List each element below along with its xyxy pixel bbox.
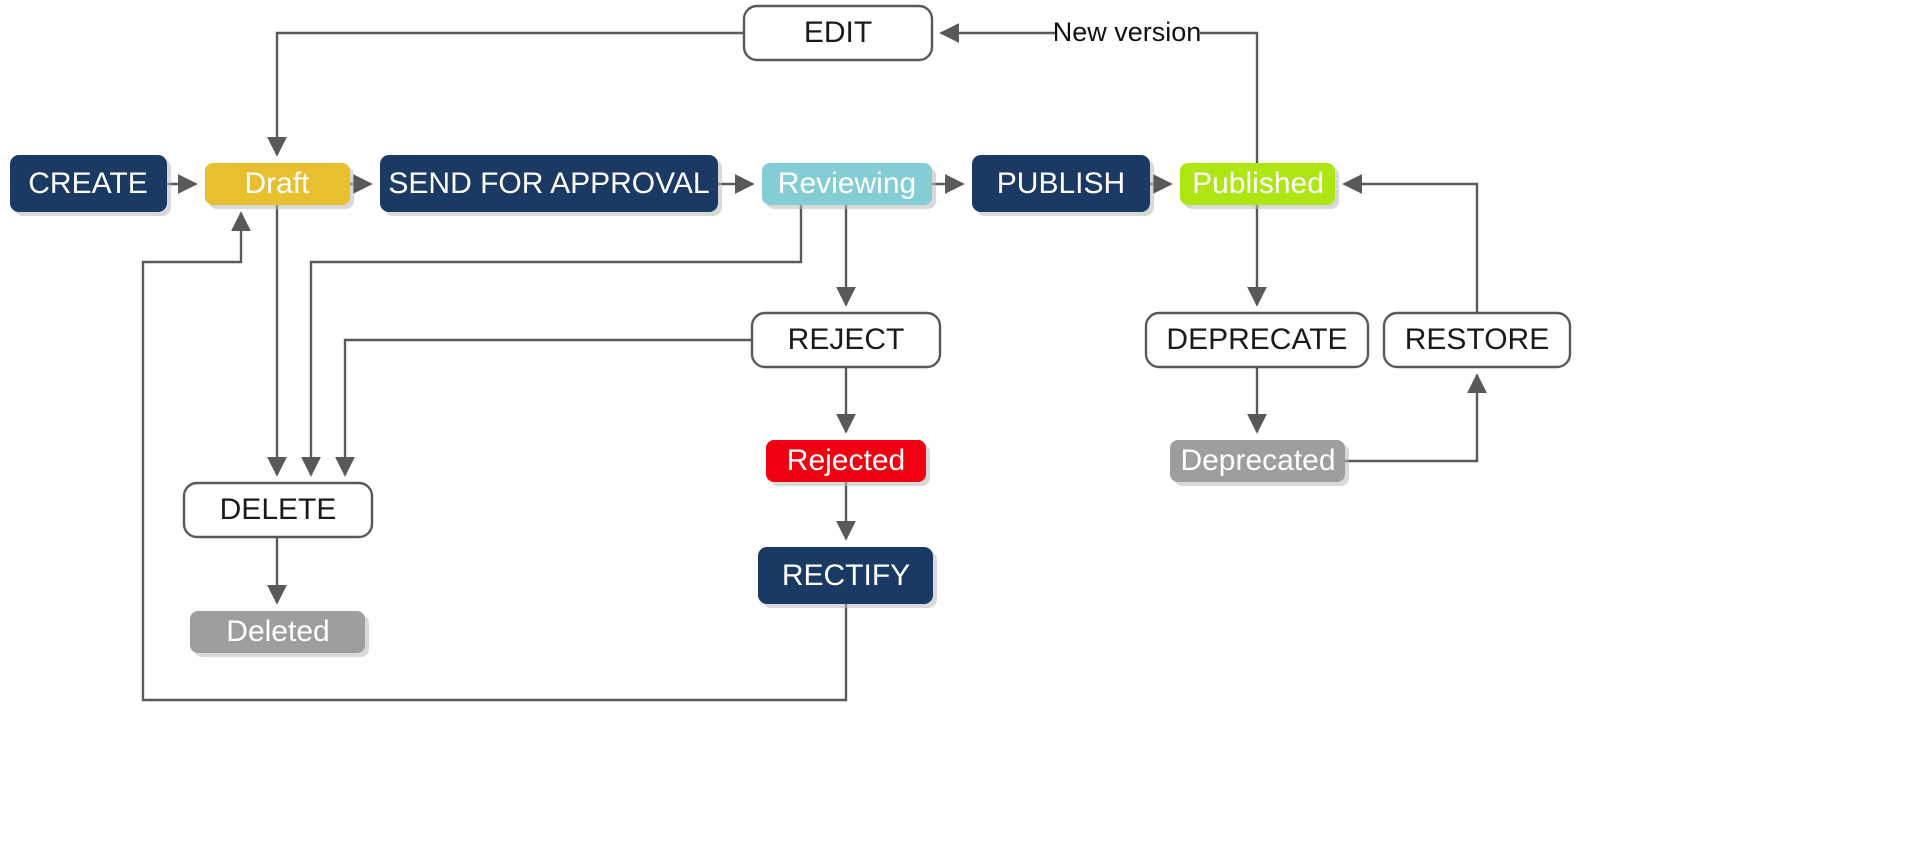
edge-edit-to-draft <box>267 31 744 157</box>
node-edit[interactable]: EDIT <box>742 4 934 62</box>
node-edit-label: EDIT <box>804 16 872 49</box>
node-deprecate-label: DEPRECATE <box>1166 323 1347 356</box>
edge-deprecated-to-restore <box>1345 373 1487 463</box>
edge-restore-to-published <box>1342 174 1479 313</box>
node-send-for-approval-label: SEND FOR APPROVAL <box>388 167 709 200</box>
edge-label-new-version: New version <box>1053 17 1202 47</box>
node-published[interactable]: Published <box>1180 163 1339 209</box>
node-delete-label: DELETE <box>220 493 337 526</box>
node-publish-label: PUBLISH <box>997 167 1125 200</box>
edges-layer <box>141 23 1487 702</box>
node-reject-label: REJECT <box>788 323 905 356</box>
node-create-label: CREATE <box>28 167 147 200</box>
edge-labels-layer: New version <box>1053 17 1202 48</box>
node-deprecated-label: Deprecated <box>1180 444 1335 477</box>
node-reject[interactable]: REJECT <box>750 311 942 369</box>
node-deleted-label: Deleted <box>226 615 329 648</box>
node-create[interactable]: CREATE <box>10 155 171 216</box>
node-draft[interactable]: Draft <box>205 163 354 209</box>
node-deleted[interactable]: Deleted <box>190 611 369 657</box>
edge-rectify-to-draft <box>141 211 848 702</box>
node-rejected-label: Rejected <box>787 444 905 477</box>
node-rejected[interactable]: Rejected <box>766 440 930 486</box>
node-deprecate[interactable]: DEPRECATE <box>1144 311 1370 369</box>
node-rectify[interactable]: RECTIFY <box>758 547 937 608</box>
node-reviewing[interactable]: Reviewing <box>762 163 936 209</box>
node-rectify-label: RECTIFY <box>782 559 910 592</box>
edge-reviewing-to-delete <box>301 205 803 477</box>
node-deprecated[interactable]: Deprecated <box>1170 440 1349 486</box>
edge-reject-to-delete <box>335 338 752 477</box>
node-restore[interactable]: RESTORE <box>1382 311 1572 369</box>
new-version-label-backdrop <box>1055 18 1200 48</box>
node-delete[interactable]: DELETE <box>182 481 374 539</box>
node-restore-label: RESTORE <box>1405 323 1549 356</box>
node-draft-label: Draft <box>244 167 310 200</box>
node-reviewing-label: Reviewing <box>778 167 916 200</box>
node-send-for-approval[interactable]: SEND FOR APPROVAL <box>380 155 722 216</box>
edge-published-to-edit-new-version <box>1196 31 1259 163</box>
node-publish[interactable]: PUBLISH <box>972 155 1154 216</box>
node-published-label: Published <box>1192 167 1324 200</box>
nodes-layer: CREATE Draft SEND FOR APPROVAL Reviewing <box>10 4 1572 657</box>
